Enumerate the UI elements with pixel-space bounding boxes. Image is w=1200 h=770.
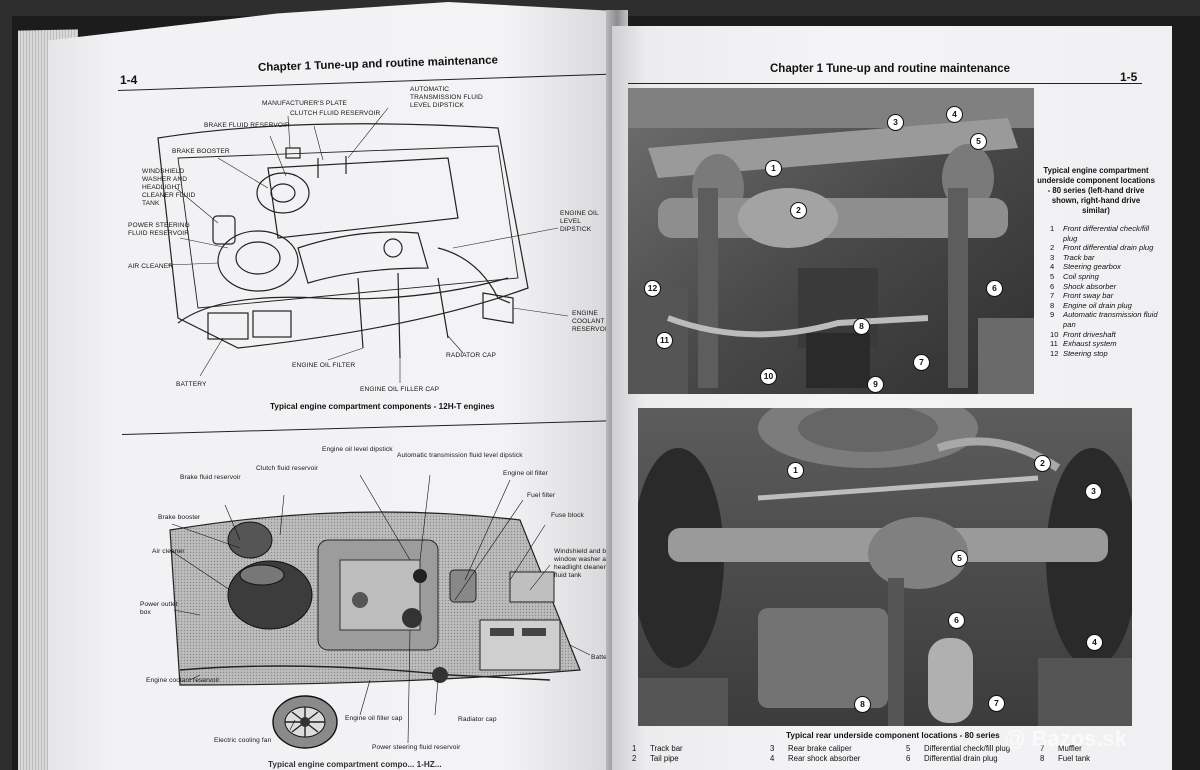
photo2-callout: 6 [948, 612, 965, 629]
label-brake-reservoir-2: Brake fluid reservoir [180, 474, 241, 481]
label-radiator-cap-2: Radiator cap [458, 716, 497, 723]
label-atf-dipstick-2: Automatic transmission fluid level dipst… [397, 452, 523, 459]
figure2-caption: Typical engine compartment compo... 1-HZ… [268, 760, 442, 769]
label-ps-reservoir-1: POWER STEERING FLUID RESERVOIR [128, 222, 190, 237]
watermark: @ Bazos.sk [1004, 726, 1127, 751]
label-oil-filler-cap-1: ENGINE OIL FILLER CAP [360, 386, 440, 393]
label-manufacturers-plate: MANUFACTURER'S PLATE [262, 100, 347, 107]
photo1-callout: 8 [853, 318, 870, 335]
photo-rear-underside [638, 408, 1132, 726]
photo1-callout: 12 [644, 280, 661, 297]
label-oil-filter-1: ENGINE OIL FILTER [292, 362, 356, 369]
label-oil-filter-2: Engine oil filter [503, 470, 548, 477]
label-air-cleaner-1: AIR CLEANER [128, 263, 174, 270]
label-air-cleaner-2: Air cleaner [152, 548, 185, 555]
photo1-callout: 7 [913, 354, 930, 371]
label-cooling-fan-2: Electric cooling fan [214, 737, 272, 744]
photo1-callout: 2 [790, 202, 807, 219]
photo1-callout: 4 [946, 106, 963, 123]
label-oil-filler-cap-2: Engine oil filler cap [345, 715, 403, 722]
label-battery-1: BATTERY [176, 381, 207, 388]
engine-bay-drawing-12ht [157, 107, 569, 383]
photo1-callout: 5 [970, 133, 987, 150]
photo1-callout: 1 [765, 160, 782, 177]
label-oil-dipstick-2: Engine oil level dipstick [322, 446, 393, 453]
label-fuse-block-2: Fuse block [551, 512, 584, 519]
label-coolant-reservoir-2: Engine coolant reservoir [146, 677, 220, 684]
photo2-callout: 7 [988, 695, 1005, 712]
label-atf-dipstick-1: AUTOMATIC TRANSMISSION FLUID LEVEL DIPST… [410, 86, 483, 109]
label-brake-reservoir-1: BRAKE FLUID RESERVOIR [204, 122, 290, 129]
label-battery-2: Battery [591, 654, 613, 661]
photo1-callout: 6 [986, 280, 1003, 297]
label-brake-booster-1: BRAKE BOOSTER [172, 148, 230, 155]
label-coolant-reservoir-1: ENGINE COOLANT RESERVOIR [572, 310, 612, 333]
photo2-callout: 8 [854, 696, 871, 713]
label-clutch-reservoir-2: Clutch fluid reservoir [256, 465, 319, 472]
photo1-callout: 9 [867, 376, 884, 393]
photo-front-underside [628, 88, 1034, 394]
figure1-caption: Typical engine compartment components - … [270, 402, 495, 411]
label-ps-reservoir-2: Power steering fluid reservoir [372, 744, 461, 751]
label-clutch-reservoir-1: CLUTCH FLUID RESERVOIR [290, 110, 381, 117]
label-radiator-cap-1: RADIATOR CAP [446, 352, 497, 359]
photo-front-underside-shapes [628, 88, 1034, 394]
cooling-fan-drawing [272, 695, 338, 749]
photo2-callout: 3 [1085, 483, 1102, 500]
photo2-callout: 2 [1034, 455, 1051, 472]
engine-bay-drawing-1hz [169, 511, 581, 686]
label-fuel-filter-2: Fuel filter [527, 492, 556, 499]
label-brake-booster-2: Brake booster [158, 514, 201, 521]
photo2-callout: 5 [951, 550, 968, 567]
right-header-rule [628, 83, 1142, 84]
photo2-callout: 4 [1086, 634, 1103, 651]
left-page-number: 1-4 [120, 73, 138, 87]
photo1-callout: 10 [760, 368, 777, 385]
photo-rear-underside-shapes [638, 408, 1132, 726]
label-washer-tank-2: Windshield and back window washer and he… [554, 548, 617, 579]
right-page-number: 1-5 [1120, 70, 1138, 84]
photo1-callout: 3 [887, 114, 904, 131]
right-chapter-title: Chapter 1 Tune-up and routine maintenanc… [770, 63, 1011, 75]
label-oil-dipstick-1: ENGINE OIL LEVEL DIPSTICK [560, 210, 599, 233]
photo2-caption: Typical rear underside component locatio… [786, 731, 1000, 740]
photo1-caption: Typical engine compartment underside com… [1037, 166, 1155, 215]
label-power-outlet-2: Power outlet box [140, 601, 178, 616]
photo2-callout: 1 [787, 462, 804, 479]
figure2-leader-lines [169, 474, 591, 744]
label-washer-tank-1: WINDSHIELD WASHER AND HEADLIGHT CLEANER … [142, 168, 196, 207]
photo1-callout: 11 [656, 332, 673, 349]
